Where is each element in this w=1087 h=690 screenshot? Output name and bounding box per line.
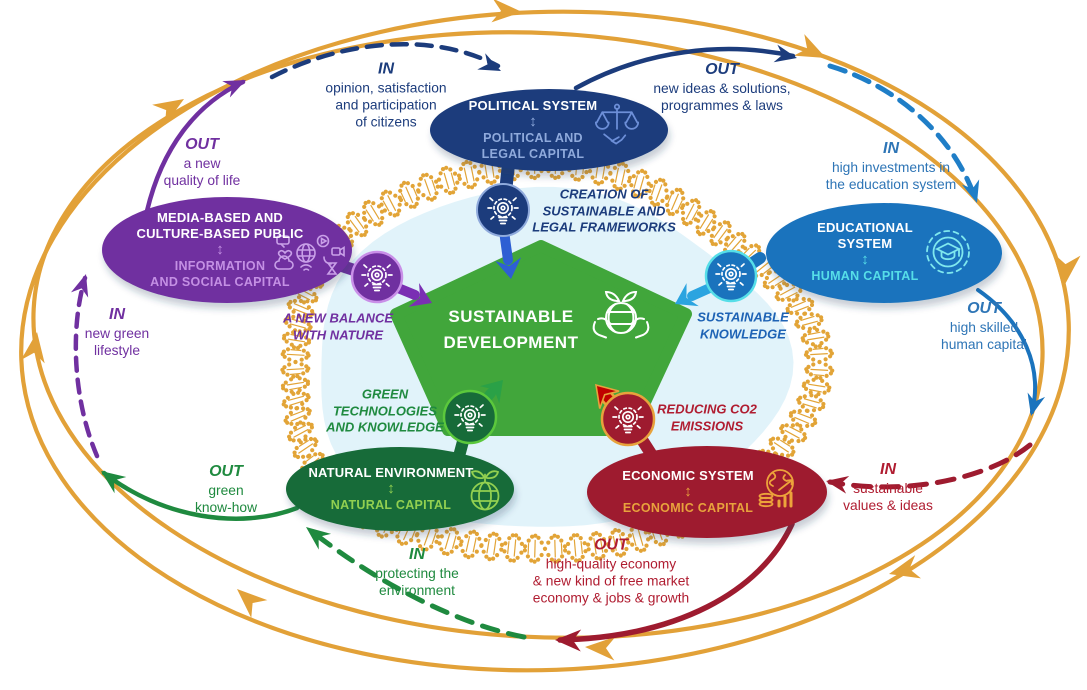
- globe-economy-icon: [758, 469, 794, 508]
- educational-out-arrowhead: [1027, 392, 1046, 416]
- gold-arrowhead: [491, 0, 522, 23]
- gold-arrowhead: [20, 332, 45, 364]
- media-contribution-label: A NEW BALANCE WITH NATURE: [282, 310, 394, 343]
- outer-gold-ellipse: [19, 9, 1071, 673]
- natural-environment-ellipse: [286, 447, 514, 531]
- media-to-center-arrowhead: [408, 282, 432, 307]
- educational-out-arc: [976, 288, 1037, 414]
- political-system-ellipse: [430, 89, 668, 171]
- political-to-center-arrowhead: [495, 257, 522, 279]
- political-in-arc: [269, 41, 501, 80]
- scales-handshake-icon: [594, 103, 640, 145]
- economic-out-arrowhead: [555, 629, 582, 652]
- political-contribution-label: CREATION OF SUSTAINABLE AND LEGAL FRAMEW…: [532, 186, 676, 235]
- media-public-label: MEDIA-BASED AND CULTURE-BASED PUBLIC↕INF…: [136, 210, 304, 289]
- gold-arrowhead: [1052, 252, 1081, 288]
- educational-contribution-label: SUSTAINABLE KNOWLEDGE: [697, 309, 789, 342]
- economic-in-arrowhead: [826, 475, 850, 494]
- natural-in-arc: [307, 527, 527, 640]
- educational-in-arrowhead: [961, 179, 980, 203]
- political-out-arc: [573, 46, 796, 91]
- political-out-arrowhead: [773, 44, 797, 63]
- hands-globe-icon: [592, 290, 650, 339]
- economic-to-center-arrowhead: [595, 383, 620, 409]
- economic-out-arc: [557, 521, 795, 643]
- globe-sprout-icon: [470, 470, 500, 511]
- media-public-ellipse: [102, 197, 352, 303]
- media-in-arc: [73, 275, 100, 459]
- natural-to-center-arrowhead: [479, 380, 503, 404]
- gear-graduation-cap-icon: [926, 230, 970, 274]
- economic-system-label: ECONOMIC SYSTEM↕ECONOMIC CAPITAL: [622, 468, 754, 515]
- natural-out-arrowhead: [101, 471, 127, 494]
- gold-arrowhead: [152, 99, 184, 126]
- economic-contribution-label: REDUCING CO2 EMISSIONS: [657, 401, 757, 434]
- economic-in-arc: [827, 442, 1033, 490]
- social-media-cluster-icon: [274, 234, 345, 275]
- connector-circles: [350, 183, 758, 447]
- natural-contribution-label: GREEN TECHNOLOGIES AND KNOWLEDGE: [326, 386, 444, 435]
- node-ellipses: [102, 89, 1002, 538]
- cycle-arcs: [73, 41, 1037, 643]
- media-out-arc: [144, 79, 246, 214]
- gold-arrowhead: [793, 34, 826, 58]
- gold-arrowhead: [889, 555, 922, 579]
- gold-arrowhead: [237, 589, 268, 618]
- educational-system-label: EDUCATIONAL SYSTEM↕HUMAN CAPITAL: [811, 220, 919, 283]
- natural-out-arc: [101, 470, 300, 521]
- natural-in-arrowhead: [306, 527, 332, 550]
- media-to-center-arrow: [393, 283, 420, 300]
- educational-to-center-arrowhead: [675, 283, 699, 307]
- cycle-arrowheads: [70, 44, 1046, 652]
- natural-environment-label: NATURAL ENVIRONMENT↕NATURAL CAPITAL: [308, 465, 474, 512]
- political-in-arrowhead: [477, 53, 501, 71]
- political-system-label: POLITICAL SYSTEM↕POLITICAL AND LEGAL CAP…: [468, 98, 598, 161]
- educational-system-ellipse: [766, 203, 1002, 303]
- gold-arrowhead: [585, 636, 616, 661]
- economic-system-ellipse: [587, 446, 827, 538]
- media-out-arrowhead: [222, 80, 246, 98]
- media-in-arrowhead: [70, 274, 89, 298]
- center-title: SUSTAINABLE DEVELOPMENT: [443, 307, 579, 352]
- educational-in-arc: [827, 63, 978, 201]
- gold-arrowheads: [20, 0, 1081, 661]
